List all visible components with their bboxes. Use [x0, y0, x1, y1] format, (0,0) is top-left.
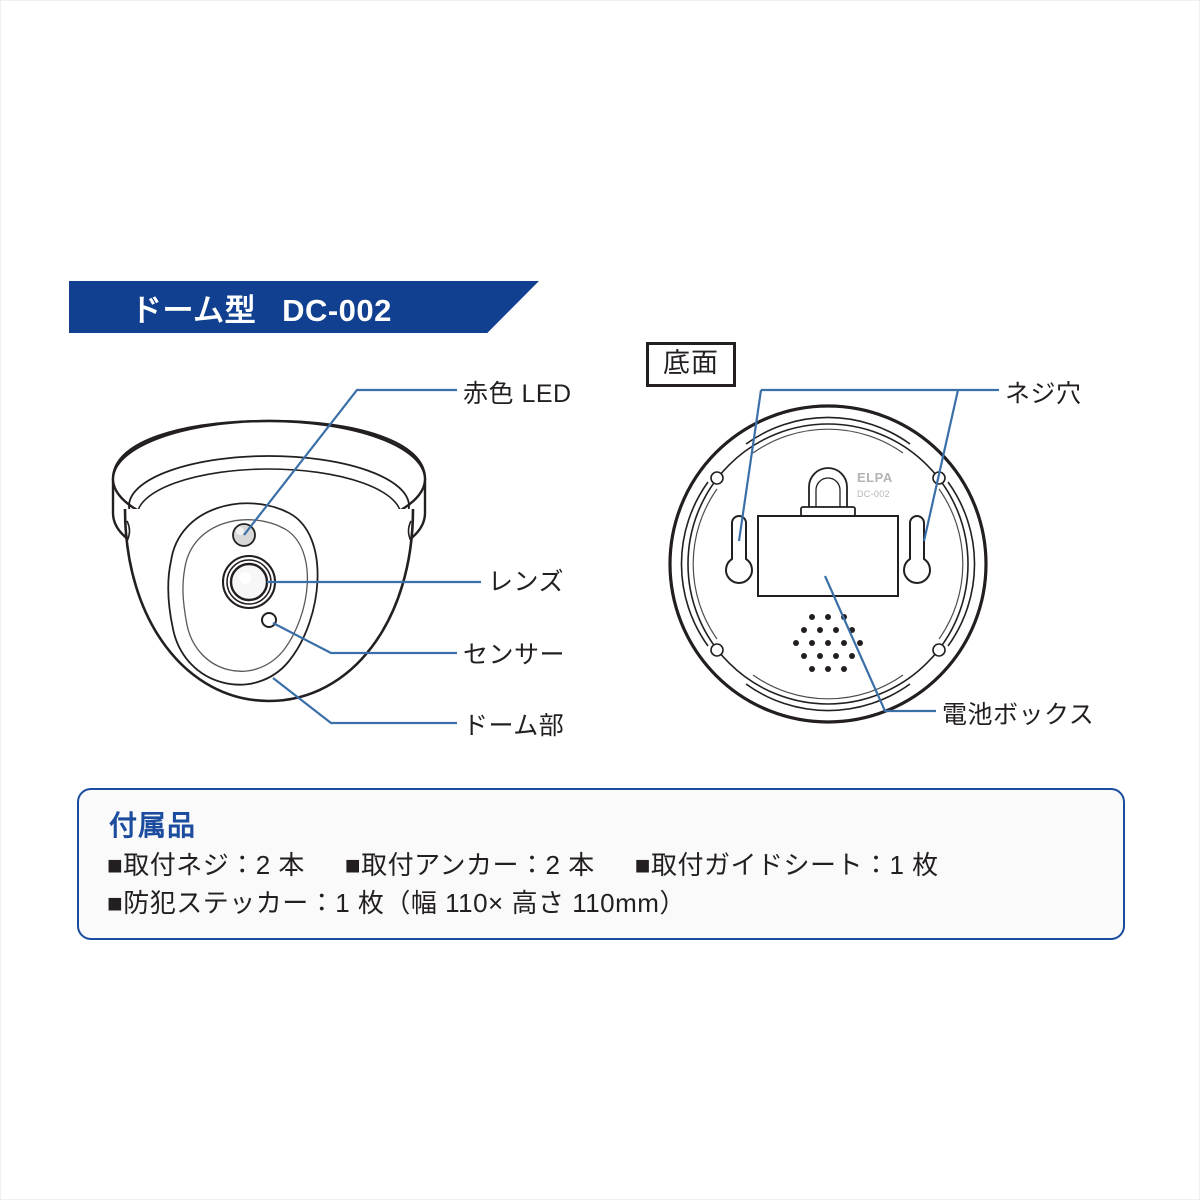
callout-label-dome: ドーム部 — [463, 712, 565, 740]
accessories-panel: 付属品 ■取付ネジ：2 本 ■取付アンカー：2 本 ■取付ガイドシート：1 枚 … — [77, 788, 1125, 940]
accessory-item: ■防犯ステッカー：1 枚（幅 110× 高さ 110mm） — [107, 888, 686, 919]
accessory-item: ■取付ネジ：2 本 — [107, 850, 305, 880]
product-title-banner: ドーム型 DC-002 — [69, 281, 539, 333]
bottom-view-caption: 底面 — [646, 342, 736, 388]
accessories-row: ■取付ネジ：2 本 ■取付アンカー：2 本 ■取付ガイドシート：1 枚 — [107, 846, 1109, 884]
callout-label-sensor: センサー — [463, 641, 566, 669]
dome-bowl-outline — [123, 508, 415, 703]
screw-hole-right — [903, 515, 931, 584]
lens-housing-panel — [167, 502, 319, 686]
leader-line-dome — [272, 677, 457, 725]
accessory-item: ■取付アンカー：2 本 — [344, 850, 595, 880]
brand-model-text: DC-002 — [857, 489, 890, 499]
speaker-dot-grid — [793, 614, 863, 672]
rivet-holes — [710, 471, 946, 657]
callout-label-battery-box: 電池ボックス — [942, 701, 1095, 729]
device-brand-marking: ELPA DC-002 — [857, 470, 893, 499]
mount-hook — [800, 467, 856, 517]
dome-camera-illustration — [111, 419, 427, 703]
body-outer-circle — [668, 404, 988, 724]
leader-line-screw-right — [922, 389, 960, 542]
leader-line-led — [243, 388, 457, 536]
battery-box-rect — [757, 515, 899, 597]
dome-base-top-rim — [111, 419, 427, 539]
red-led-indicator — [232, 523, 256, 547]
page-title: ドーム型 DC-002 — [131, 285, 392, 330]
leader-line-sensor — [272, 622, 457, 655]
lens-housing-panel-inner — [182, 519, 309, 672]
accessories-row: ■防犯ステッカー：1 枚（幅 110× 高さ 110mm） — [107, 884, 1109, 922]
dome-inner-rim-2 — [136, 468, 402, 564]
dome-inner-rim-1 — [128, 455, 410, 557]
bottom-face-illustration — [668, 404, 988, 724]
rim-arc-slots-inner — [692, 428, 964, 700]
callout-label-screw-hole: ネジ穴 — [1005, 380, 1082, 408]
right-leader-lines — [737, 388, 999, 713]
dome-base-cylinder — [111, 419, 427, 571]
product-type-label: ドーム型 — [131, 292, 257, 328]
callout-label-led: 赤色 LED — [463, 380, 572, 408]
product-model-label: DC-002 — [282, 292, 392, 328]
callout-label-lens: レンズ — [488, 568, 565, 596]
dome-rim-tab-left — [126, 520, 131, 542]
brand-text: ELPA — [857, 470, 893, 485]
left-leader-lines — [243, 388, 481, 725]
camera-lens — [221, 554, 277, 610]
accessories-title: 付属品 — [109, 810, 197, 841]
body-inner-circle — [687, 423, 969, 705]
screw-hole-left — [725, 515, 753, 584]
sensor-pinhole — [261, 612, 277, 628]
accessories-list: ■取付ネジ：2 本 ■取付アンカー：2 本 ■取付ガイドシート：1 枚 ■防犯ス… — [107, 846, 1109, 923]
rim-arc-slots — [680, 416, 976, 712]
leader-line-screw-left — [737, 389, 763, 542]
leader-line-battery — [823, 575, 936, 713]
accessory-item: ■取付ガイドシート：1 枚 — [634, 850, 939, 880]
dome-rim-tab-right — [407, 520, 412, 542]
